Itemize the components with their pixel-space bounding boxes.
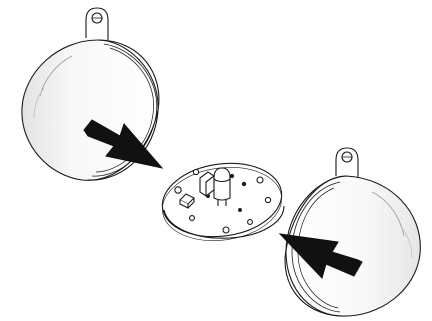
right-hanger-loop-icon	[336, 148, 358, 178]
right-half-shell	[285, 148, 420, 316]
led-circuit-board	[158, 156, 287, 248]
left-hanger-loop-icon	[86, 8, 108, 40]
